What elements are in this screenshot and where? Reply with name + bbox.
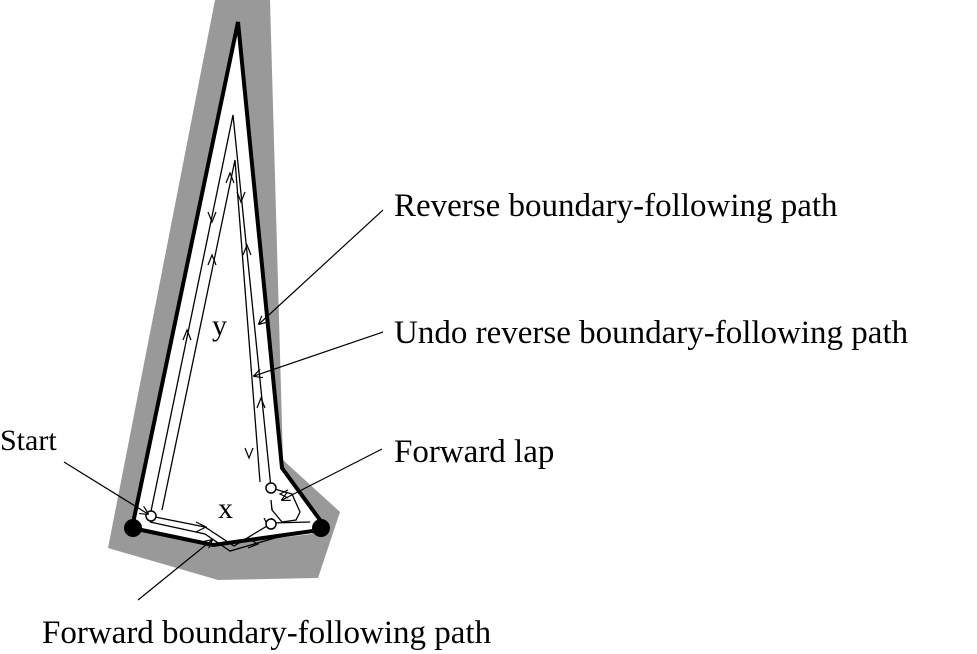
leader-forward-path: [137, 540, 212, 601]
path-lines: [149, 114, 316, 552]
label-forward-path: Forward boundary-following path: [42, 615, 492, 651]
label-forward-lap: Forward lap: [394, 434, 554, 470]
leader-start: [63, 461, 148, 514]
arrow-left-up-3: [225, 171, 235, 184]
leader-lines: [63, 209, 384, 601]
direction-arrows: [182, 171, 289, 549]
arrow-bottom-right-2: [247, 538, 260, 549]
arrow-right-down-1: [236, 191, 246, 204]
leader-reverse-path: [259, 209, 384, 324]
forward-path-bottom-2: [149, 521, 316, 552]
leader-undo-reverse-path: [254, 331, 384, 376]
reverse-path-outer: [149, 114, 272, 517]
forward-path-bottom: [149, 515, 311, 547]
lap-point-upper: [265, 482, 277, 494]
reverse-path-inner: [161, 159, 261, 511]
start-point: [145, 510, 157, 522]
arrow-right-up-2: [242, 243, 252, 256]
vertex-right: [312, 519, 330, 537]
free-space: [132, 22, 320, 545]
label-reverse-path: Reverse boundary-following path: [394, 188, 838, 224]
lap-point-lower: [265, 518, 277, 530]
obstacle-boundary: [130, 21, 322, 529]
label-x: x: [218, 492, 233, 525]
arrow-bottom-right-1: [195, 521, 208, 533]
arrow-right-down-2: [244, 447, 254, 460]
arrow-right-up-1: [256, 396, 266, 409]
vertex-left: [124, 519, 142, 537]
arrow-left-up-2: [207, 253, 217, 266]
label-y: y: [212, 309, 227, 342]
label-undo-reverse-path: Undo reverse boundary-following path: [394, 315, 909, 351]
label-start: Start: [0, 424, 57, 457]
arrow-left-up-1: [182, 328, 192, 341]
leader-forward-lap: [282, 448, 383, 500]
arrow-inner-down-1: [207, 211, 217, 224]
